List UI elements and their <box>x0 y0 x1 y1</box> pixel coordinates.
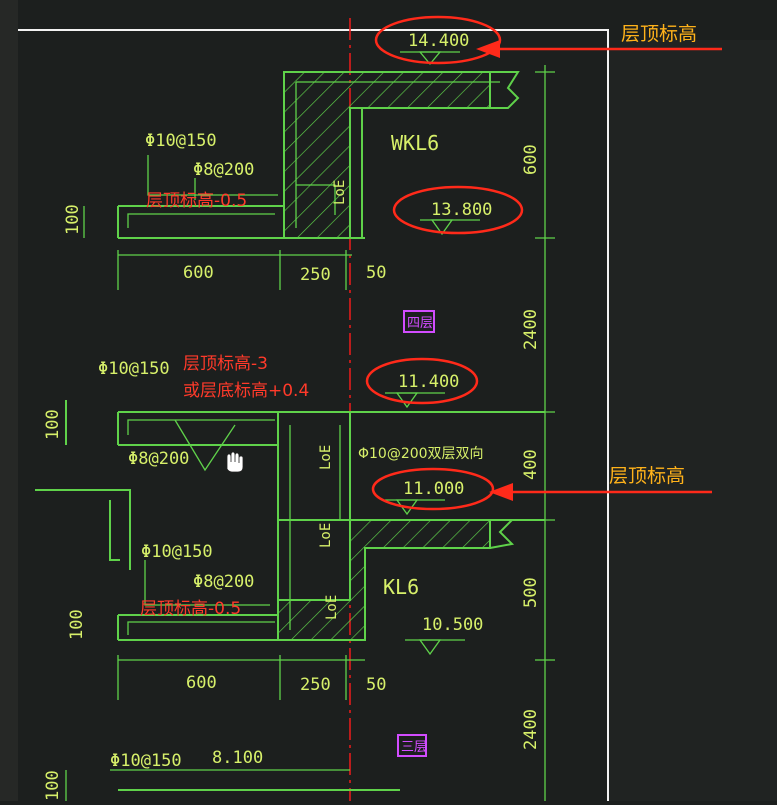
hand-cursor-icon <box>226 451 244 473</box>
note-bottom-plus-0-4: 或层底标高+0.4 <box>183 381 309 401</box>
dimension-label: 2400 <box>521 709 541 750</box>
floor3-tag-box <box>397 734 427 757</box>
dimension-label: 600 <box>183 263 214 283</box>
loe-label: LoE <box>318 445 334 470</box>
loe-label: LoE <box>324 595 340 620</box>
floor4-tag-box <box>403 310 435 333</box>
floor3-label: 三层 <box>401 740 427 755</box>
dimension-label: 600 <box>521 144 541 175</box>
dimension-label: 2400 <box>521 309 541 350</box>
dimension-label: 50 <box>366 263 386 283</box>
rebar-label: Φ8@200 <box>193 572 254 592</box>
upper-beam-section <box>283 71 520 239</box>
dimension-label: 100 <box>43 770 63 801</box>
loe-label: LoE <box>332 180 348 205</box>
elevation-markers <box>385 51 480 656</box>
note-elevation-minus-3: 层顶标高-3 <box>183 354 268 374</box>
dimension-label: 250 <box>300 265 331 285</box>
callout-roof-elevation: 层顶标高 <box>621 23 697 45</box>
elevation-14400: 14.400 <box>408 31 469 51</box>
rebar-label: Φ10@150 <box>98 359 170 379</box>
left-detail <box>35 400 131 570</box>
left-photo-edge <box>0 0 18 801</box>
callout-arrows <box>476 40 722 501</box>
middle-slab-section <box>117 411 545 700</box>
rebar-label: Φ10@150 <box>145 131 217 151</box>
rebar-label: Φ8@200 <box>193 160 254 180</box>
dimension-label: 600 <box>186 673 217 693</box>
elevation-11000: 11.000 <box>403 479 464 499</box>
slab-rebar-label: Φ10@200双层双向 <box>358 446 484 462</box>
beam-label-wkl6: WKL6 <box>391 131 439 155</box>
dimension-label: 100 <box>67 609 87 640</box>
dimension-label: 100 <box>63 204 83 235</box>
elevation-8100: 8.100 <box>212 748 263 768</box>
rebar-label: Φ8@200 <box>128 449 189 469</box>
note-elevation-minus-0-5: 层顶标高-0.5 <box>146 191 247 211</box>
drawing-frame <box>18 29 609 801</box>
dimension-label: 400 <box>521 449 541 480</box>
upper-cantilever-slab <box>83 155 352 290</box>
dimension-label: 500 <box>521 577 541 608</box>
elevation-13800: 13.800 <box>431 200 492 220</box>
right-photo-area <box>608 40 777 801</box>
dimension-label: 50 <box>366 675 386 695</box>
right-dimension-chain <box>535 65 555 801</box>
beam-label-kl6: KL6 <box>383 575 419 599</box>
rebar-label: Φ10@150 <box>110 751 182 771</box>
elevation-10500: 10.500 <box>422 615 483 635</box>
callout-roof-elevation: 层顶标高 <box>609 465 685 487</box>
rebar-label: Φ10@150 <box>141 542 213 562</box>
elevation-11400: 11.400 <box>398 372 459 392</box>
note-elevation-minus-0-5: 层顶标高-0.5 <box>140 599 241 619</box>
dimension-label: 100 <box>43 409 63 440</box>
floor4-label: 四层 <box>407 316 433 331</box>
loe-label: LoE <box>318 523 334 548</box>
lower-slab-section <box>65 769 400 801</box>
dimension-label: 250 <box>300 675 331 695</box>
